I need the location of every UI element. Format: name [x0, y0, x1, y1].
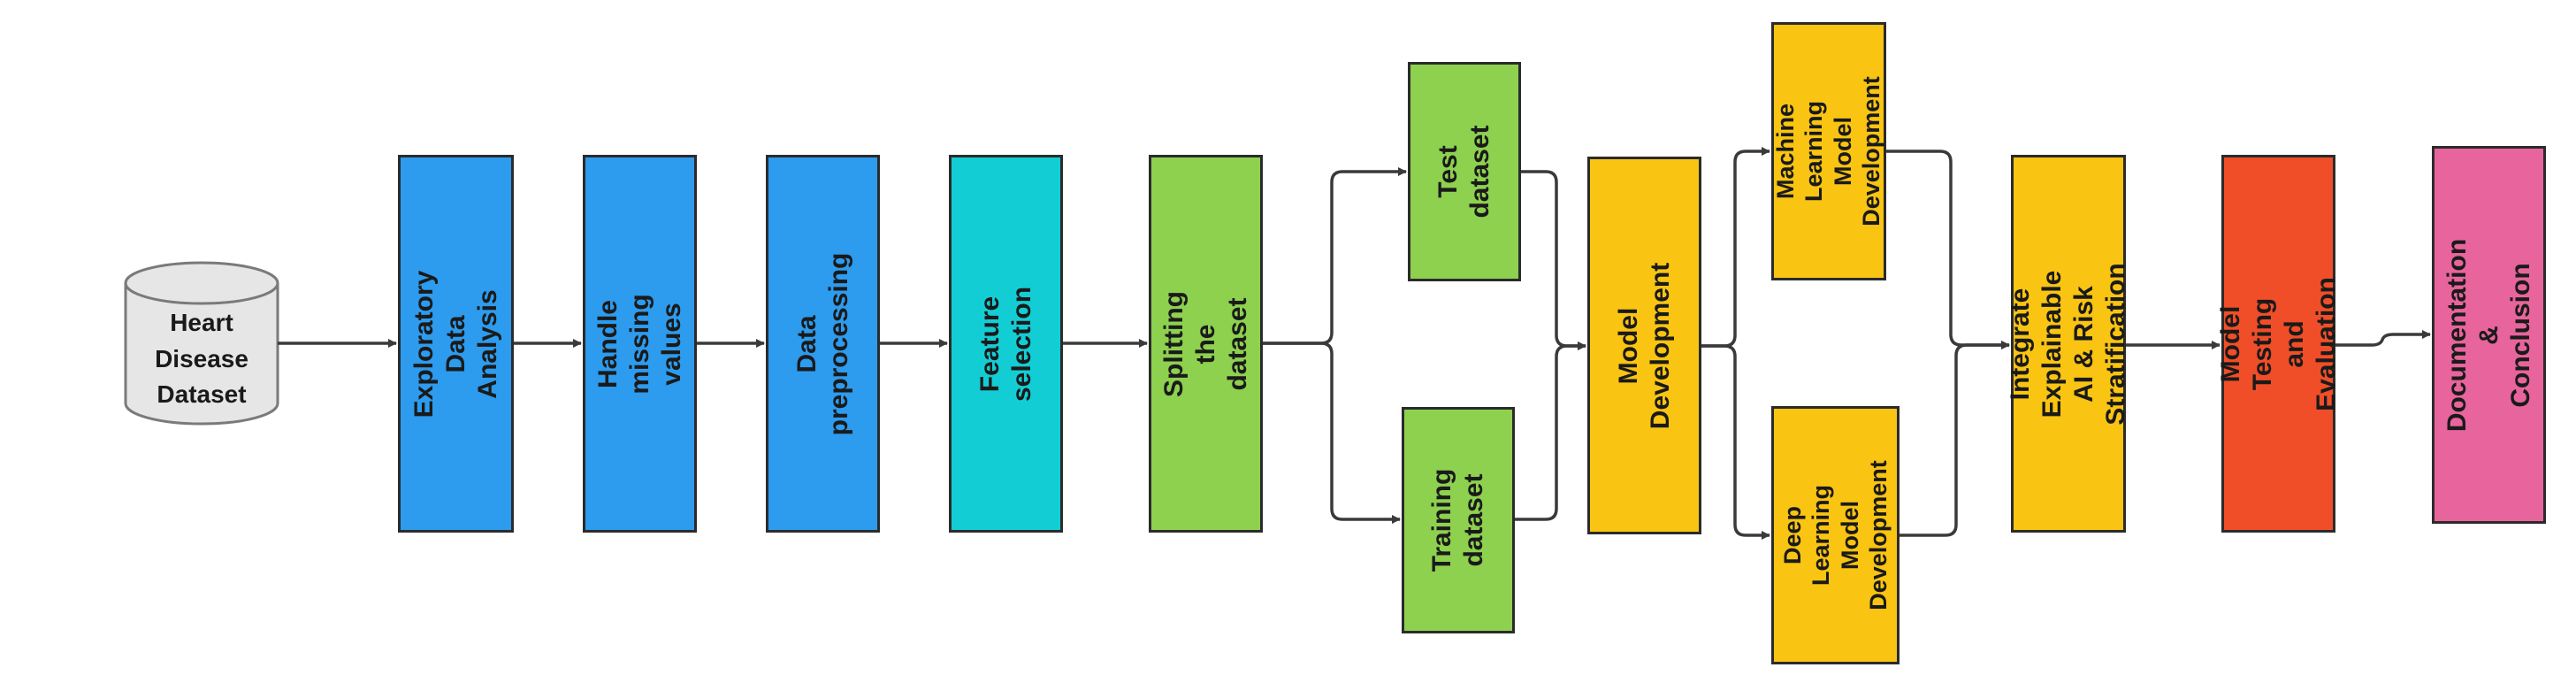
- arrow-test-to-model-dev: [1521, 170, 1586, 350]
- model-testing-label: Model Testing and Evaluation: [2215, 276, 2341, 411]
- eda-box: Exploratory Data Analysis: [398, 155, 514, 533]
- splitting-dataset-box: Splitting the dataset: [1149, 155, 1263, 533]
- eda-label: Exploratory Data Analysis: [409, 270, 502, 418]
- arrow-ml-to-xai: [1886, 150, 2010, 349]
- arrow-splitting-to-training: [1263, 342, 1401, 524]
- ml-development-box: Machine Learning Model Development: [1771, 22, 1886, 280]
- test-dataset-label: Test dataset: [1433, 125, 1494, 219]
- arrow-dl-to-xai: [1900, 341, 2010, 537]
- training-dataset-box: Training dataset: [1402, 407, 1515, 633]
- explainable-ai-box: Integrate Explainable AI & Risk Stratifi…: [2006, 155, 2130, 533]
- data-preprocessing-label: Data preprocessing: [791, 252, 853, 435]
- arrow-training-to-model-dev: [1515, 342, 1586, 521]
- feature-selection-box: Feature selection: [949, 155, 1063, 533]
- model-testing-box: Model Testing and Evaluation: [2216, 155, 2341, 533]
- feature-selection-label: Feature selection: [975, 286, 1036, 402]
- dl-development-box: Deep Learning Model Development: [1771, 406, 1900, 664]
- handle-missing-values-box: Handle missing values: [583, 155, 697, 533]
- training-dataset-label: Training dataset: [1427, 468, 1488, 572]
- ml-development-label: Machine Learning Model Development: [1772, 76, 1885, 226]
- explainable-ai-label: Integrate Explainable AI & Risk Stratifi…: [2006, 262, 2130, 426]
- model-development-box: Model Development: [1587, 157, 1701, 534]
- data-preprocessing-box: Data preprocessing: [766, 155, 880, 533]
- arrow-model-dev-to-ml: [1701, 147, 1770, 348]
- test-dataset-box: Test dataset: [1408, 62, 1521, 281]
- dataset-node: Heart Disease Dataset: [126, 305, 278, 420]
- arrow-model-dev-to-dl: [1701, 344, 1770, 540]
- documentation-label: Documentation & Conclusion: [2442, 238, 2535, 432]
- arrow-splitting-to-test: [1263, 167, 1407, 345]
- dl-development-label: Deep Learning Model Development: [1778, 460, 1892, 610]
- dataset-label: Heart Disease Dataset: [155, 309, 248, 409]
- arrow-testing-to-documentation: [2335, 330, 2431, 347]
- dataset-cylinder-icon: [124, 261, 279, 426]
- splitting-dataset-label: Splitting the dataset: [1158, 290, 1252, 397]
- documentation-box: Documentation & Conclusion: [2432, 146, 2546, 524]
- handle-missing-values-label: Handle missing values: [592, 293, 686, 395]
- model-development-label: Model Development: [1613, 262, 1675, 429]
